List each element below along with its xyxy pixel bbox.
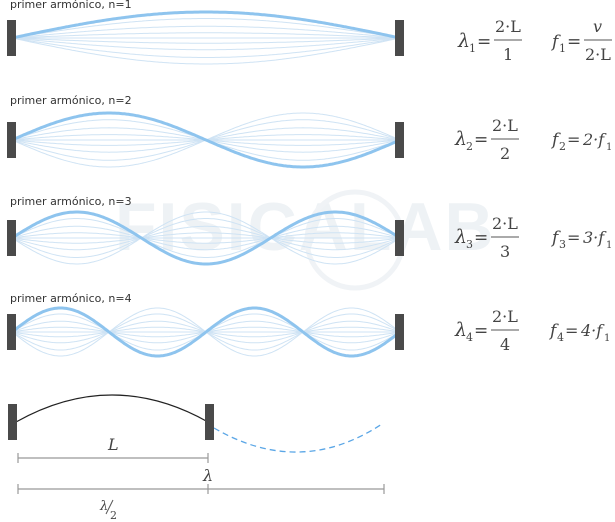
right-clamp [395,220,404,256]
left-clamp [7,122,16,158]
wave-ghost-line [11,37,401,51]
wave-ghost-line [11,232,401,244]
wave-ghost-line [11,211,401,265]
left-clamp [7,220,16,256]
svg-text:2·L: 2·L [492,116,518,135]
frequency-formula-1: f 1 = v 2·L [550,17,612,64]
left-clamp [7,314,16,350]
svg-text:1: 1 [559,42,566,55]
svg-text:=: = [474,228,488,248]
wave-ghost-line [11,37,401,44]
right-clamp [395,20,404,56]
left-support [8,404,17,440]
standing-wave-n2 [7,111,404,169]
right-clamp [395,314,404,350]
svg-text:λ: λ [454,226,467,248]
svg-text:f: f [550,32,561,52]
wave-ghost-line [11,232,401,244]
wave-ghost-line [11,218,401,258]
svg-text:=: = [565,321,578,340]
svg-text:2·L: 2·L [585,45,611,64]
wave-main-line [11,210,401,266]
svg-text:f: f [550,228,561,248]
svg-text:4: 4 [466,331,473,344]
wave-main-line [11,306,401,358]
svg-text:λ: λ [454,128,467,150]
wave-ghost-line [11,32,401,39]
svg-text:3·f: 3·f [583,228,607,247]
wave-ghost-line [11,37,401,65]
wavelength-formula-3: λ 3 = 2·L 3 [454,214,519,261]
svg-text:=: = [474,321,488,341]
svg-text:λ: λ [99,499,108,514]
standing-wave-n1 [7,10,404,65]
L-label: L [107,435,119,454]
wave-ghost-line [11,218,401,258]
svg-text:4·f: 4·f [580,321,605,340]
wave-ghost-line [11,18,401,39]
svg-text:3: 3 [559,238,566,251]
wave-ghost-line [11,37,401,58]
harmonic-label-2: primer armónico, n=2 [10,94,132,107]
svg-text:3: 3 [500,242,510,261]
frequency-formula-4: f 4 = 4·f 1 [548,321,610,344]
svg-text:4: 4 [557,331,564,344]
svg-text:1: 1 [606,142,612,153]
harmonic-label-4: primer armónico, n=4 [10,292,132,305]
svg-text:=: = [567,228,580,247]
frequency-formula-3: f 3 = 3·f 1 [550,228,612,251]
svg-text:4: 4 [500,335,510,354]
wavelength-formula-4: λ 4 = 2·L 4 [454,307,519,354]
wave-ghost-line [11,225,401,251]
svg-text:v: v [593,17,602,36]
wavelength-formula-1: λ 1 = 2·L 1 [457,17,522,64]
svg-text:2: 2 [500,144,510,163]
svg-text:2: 2 [466,140,473,153]
svg-text:1: 1 [503,45,513,64]
svg-text:2: 2 [559,140,566,153]
svg-text:3: 3 [466,238,473,251]
left-clamp [7,20,16,56]
svg-text:2·L: 2·L [492,214,518,233]
wavelength-formula-2: λ 2 = 2·L 2 [454,116,519,163]
right-support [205,404,214,440]
wavelength-schematic: L λ λ 2 [8,394,385,522]
svg-text:λ: λ [454,319,467,341]
wave-main-line [11,10,401,40]
wave-main-line [11,111,401,169]
svg-text:2·L: 2·L [492,307,518,326]
standing-wave-n4 [7,306,404,358]
lambda-label: λ [202,466,213,485]
svg-text:f: f [548,321,559,341]
standing-wave-n3 [7,210,404,266]
continuation-dashed-arc [213,423,383,453]
svg-text:=: = [474,130,488,150]
svg-text:=: = [477,32,491,52]
harmonic-label-1: primer armónico, n=1 [10,0,132,11]
frequency-formula-2: f 2 = 2·f 1 [550,130,612,153]
svg-text:=: = [567,32,581,52]
watermark-text: FISICALAB [115,189,496,265]
svg-text:1: 1 [469,42,476,55]
svg-text:=: = [567,130,580,149]
svg-text:2: 2 [110,509,117,522]
harmonic-label-3: primer armónico, n=3 [10,195,132,208]
half-lambda-label: λ 2 [99,499,117,522]
svg-text:1: 1 [606,240,612,251]
svg-text:λ: λ [457,30,470,52]
standing-waves [7,10,404,358]
wave-ghost-line [11,225,401,251]
right-clamp [395,122,404,158]
svg-text:2·L: 2·L [495,17,521,36]
half-wave-arc [15,394,209,423]
svg-text:1: 1 [604,333,610,344]
svg-text:2·f: 2·f [582,130,607,149]
svg-text:f: f [550,130,561,150]
wave-ghost-line [11,25,401,39]
